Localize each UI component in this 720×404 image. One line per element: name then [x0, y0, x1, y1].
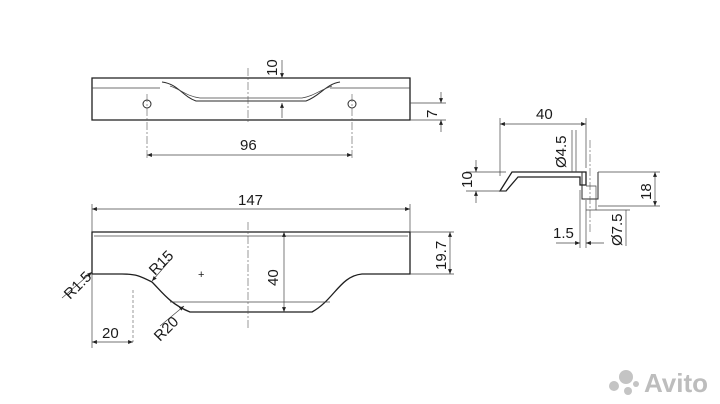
front-view-outline [91, 231, 411, 313]
dim-countersink-7-5: Ø7.5 [609, 213, 626, 246]
dim-section-height-10: 10 [459, 171, 476, 188]
dim-radius-20: R20 [151, 313, 182, 344]
section-countersink [586, 185, 597, 211]
dim-section-width-40: 40 [536, 106, 553, 123]
dim-radius-15: R15 [146, 247, 177, 278]
dim-offset-20: 20 [102, 325, 119, 342]
top-view: 10 7 96 [91, 59, 446, 160]
dim-height-40: 40 [265, 269, 282, 286]
watermark: Avito [609, 368, 708, 398]
top-view-grip-cutout [161, 81, 341, 102]
dim-hole-spacing-96: 96 [240, 137, 257, 154]
section-profile [498, 171, 587, 192]
section-view: 40 Ø4.5 10 18 Ø7.5 1.5 [459, 106, 660, 248]
dim-hole-diameter-4-5: Ø4.5 [553, 135, 570, 168]
front-view: + 147 40 19.7 R1.5 R15 R20 20 [61, 192, 454, 348]
top-view-outline [91, 77, 411, 121]
avito-logo-icon [609, 370, 639, 395]
dim-section-height-18: 18 [638, 183, 655, 200]
center-mark: + [198, 269, 204, 281]
dim-length-147: 147 [238, 192, 263, 209]
top-view-grip-inner [169, 85, 333, 99]
dim-side-height-19-7: 19.7 [433, 241, 450, 270]
dim-top-7: 7 [424, 110, 441, 118]
dim-top-10: 10 [264, 59, 281, 76]
watermark-text: Avito [644, 368, 708, 398]
dim-thickness-1-5: 1.5 [553, 225, 574, 242]
